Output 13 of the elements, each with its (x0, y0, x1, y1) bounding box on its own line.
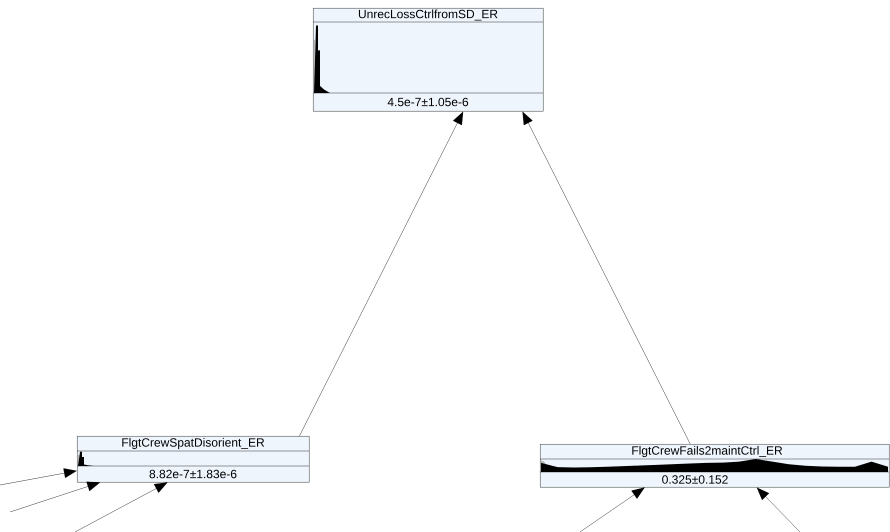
value-label: 4.5e-7±1.05e-6 (388, 98, 468, 106)
arrow (10, 482, 100, 512)
value-label: 8.82e-7±1.83e-6 (150, 470, 236, 478)
node-title: FlgtCrewSpatDisorient_ER (122, 438, 264, 450)
arrow (756, 488, 800, 532)
arrow (299, 112, 464, 436)
arrow (522, 112, 690, 444)
node-title: FlgtCrewFails2maintCtrl_ER (632, 446, 782, 458)
arrow (0, 468, 77, 486)
value-label: 0.325±0.152 (662, 475, 728, 484)
arrow (74, 482, 168, 532)
node-title: UnrecLossCtrlfromSD_ER (358, 9, 498, 21)
arrow (580, 488, 645, 532)
